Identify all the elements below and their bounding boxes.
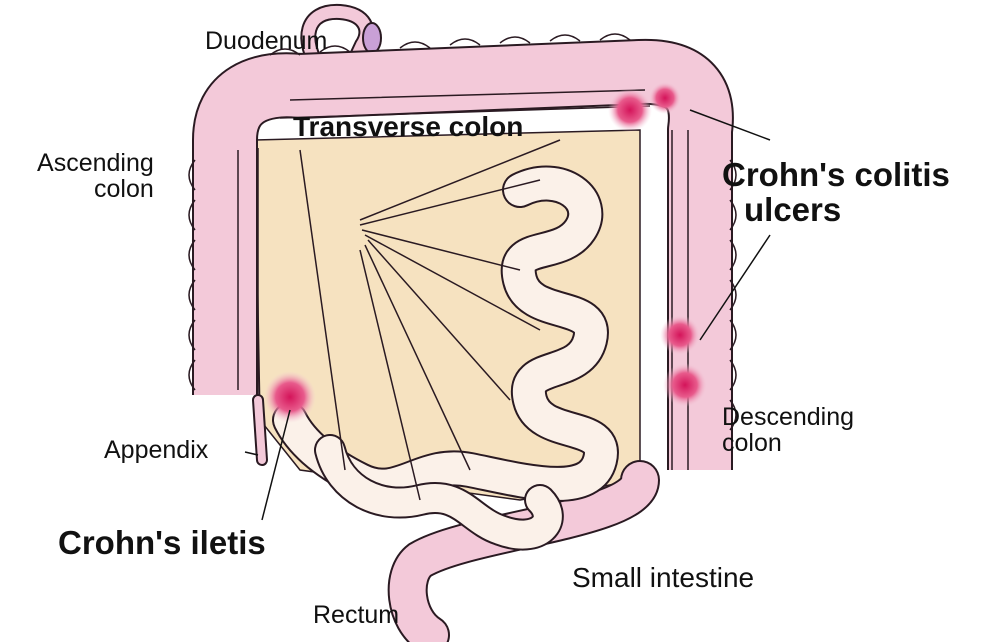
label-descending-line1: Descending: [722, 404, 854, 430]
ileitis-spot: [264, 371, 316, 423]
label-descending-line2: colon: [722, 430, 854, 456]
label-appendix: Appendix: [104, 437, 208, 463]
label-duodenum: Duodenum: [205, 28, 327, 54]
label-colitis-line1: Crohn's colitis: [722, 158, 950, 193]
label-ascending-colon: Ascending colon: [32, 150, 154, 203]
label-ascending-line1: Ascending: [32, 150, 154, 176]
label-colitis: Crohn's colitis ulcers: [722, 158, 950, 227]
label-ascending-line2: colon: [32, 176, 154, 202]
label-small-intestine: Small intestine: [572, 563, 754, 592]
label-rectum: Rectum: [313, 602, 399, 628]
label-transverse-colon: Transverse colon: [293, 112, 523, 141]
label-ileitis: Crohn's iletis: [58, 526, 266, 561]
label-descending-colon: Descending colon: [722, 404, 854, 457]
label-colitis-line2: ulcers: [722, 193, 950, 228]
